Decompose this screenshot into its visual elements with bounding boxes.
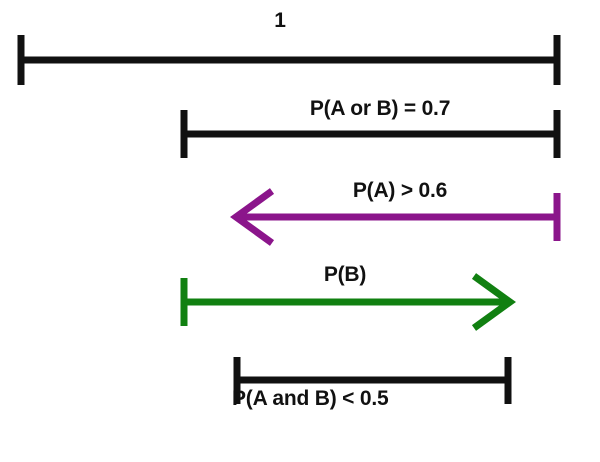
label-a-and-b: P(A and B) < 0.5 [232,387,389,410]
label-total: 1 [274,9,286,32]
label-a: P(A) > 0.6 [352,179,448,202]
label-b: P(B) [323,263,367,286]
label-a-or-b: P(A or B) = 0.7 [309,97,451,120]
interval-a [230,188,561,246]
interval-total [17,35,561,85]
interval-b [180,273,516,331]
arrowhead-right-b [471,273,516,331]
interval-a-and-b [233,357,512,404]
interval-a-or-b [180,110,561,158]
arrowhead-left-a [230,188,275,246]
